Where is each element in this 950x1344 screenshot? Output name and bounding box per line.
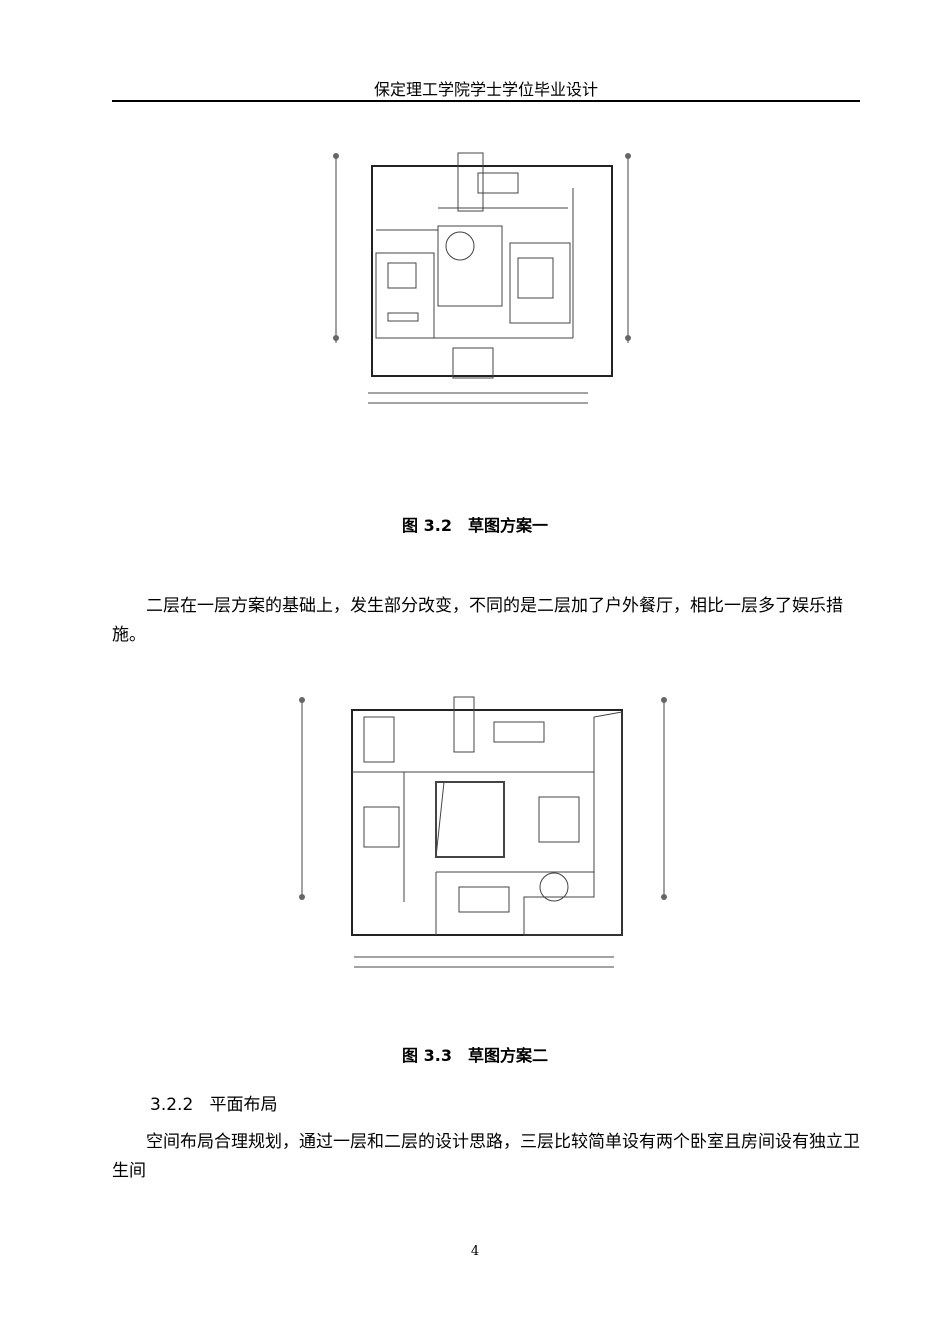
body-paragraph: 二层在一层方案的基础上，发生部分改变，不同的是二层加了户外餐厅，相比一层多了娱乐…: [112, 592, 862, 650]
floor-plan-figure-2: [299, 692, 667, 978]
section-title: 平面布局: [209, 1095, 278, 1115]
section-heading: 3.2.2 平面布局: [150, 1090, 277, 1115]
page-number: 4: [470, 1244, 480, 1259]
floor-plan-figure-1: [333, 148, 631, 418]
paragraph-text: 空间布局合理规划，通过一层和二层的设计思路，三层比较简单设有两个卧室且房间设有独…: [112, 1132, 860, 1181]
header-rule: [112, 100, 860, 102]
body-paragraph: 空间布局合理规划，通过一层和二层的设计思路，三层比较简单设有两个卧室且房间设有独…: [112, 1128, 862, 1186]
paragraph-text: 二层在一层方案的基础上，发生部分改变，不同的是二层加了户外餐厅，相比一层多了娱乐…: [112, 596, 843, 645]
section-number: 3.2.2: [150, 1095, 194, 1115]
figure-caption: 图 3.2 草图方案一: [402, 516, 548, 535]
figure-caption: 图 3.3 草图方案二: [402, 1046, 548, 1065]
page-header: 保定理工学院学士学位毕业设计: [373, 80, 598, 99]
